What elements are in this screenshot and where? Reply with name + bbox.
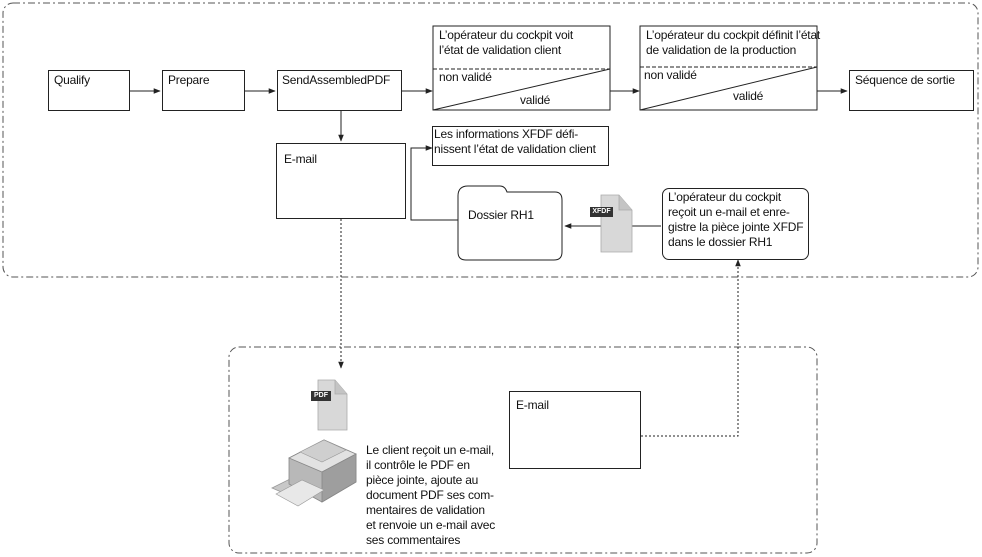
email-box-label: E-mail [284, 152, 317, 166]
send-assembled-pdf-step: SendAssembledPDF [277, 70, 402, 111]
email-box: E-mail [276, 143, 406, 219]
xfdf-document-icon [590, 194, 633, 253]
xfdf-info-text: Les informations XFDF défi- nissent l’ét… [434, 127, 596, 156]
operator-email-text: L’opérateur du cockpit reçoit un e-mail … [668, 190, 804, 249]
output-sequence-step: Séquence de sortie [849, 70, 974, 111]
decision-production-title: L’opérateur du cockpit définit l’état de… [646, 28, 821, 57]
decision-client-validated: validé [520, 93, 551, 107]
decision-client-shape [432, 25, 611, 111]
client-email-label: E-mail [516, 398, 549, 412]
send-assembled-pdf-label: SendAssembledPDF [282, 73, 391, 87]
pdf-document-icon [311, 379, 348, 431]
decision-client-not-validated: non validé [439, 70, 492, 84]
output-sequence-label: Séquence de sortie [855, 73, 955, 87]
folder-label: Dossier RH1 [468, 208, 534, 222]
client-group-border [228, 346, 818, 554]
printer-icon [271, 439, 357, 507]
decision-production-validated: validé [733, 89, 764, 103]
operator-email-box: L’opérateur du cockpit reçoit un e-mail … [662, 188, 809, 260]
client-email-box: E-mail [509, 391, 641, 469]
decision-production-not-validated: non validé [644, 68, 697, 82]
decision-client-title: L’opérateur du cockpit voit l’état de va… [439, 28, 574, 57]
server-group-border [2, 2, 979, 278]
folder-shape [457, 185, 563, 261]
qualify-label: Qualify [54, 73, 90, 87]
client-action-text: Le client reçoit un e-mail, il contrôle … [366, 443, 496, 547]
pdf-tag-label: PDF [314, 392, 328, 399]
xfdf-info-box: Les informations XFDF défi- nissent l’ét… [432, 126, 609, 166]
prepare-label: Prepare [168, 73, 210, 87]
prepare-step: Prepare [162, 70, 245, 111]
decision-production-shape [639, 25, 818, 111]
xfdf-tag-label: XFDF [592, 208, 611, 215]
qualify-step: Qualify [48, 70, 130, 111]
